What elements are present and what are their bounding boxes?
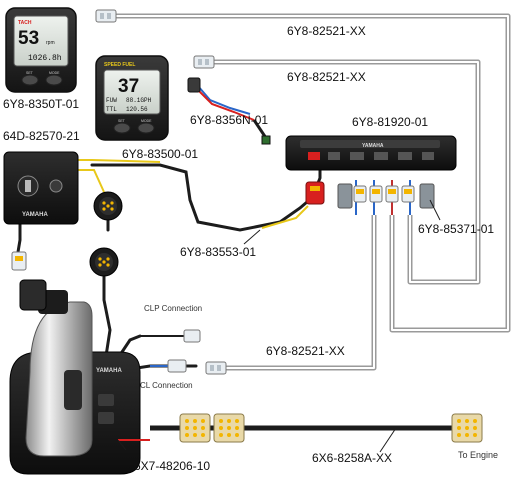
speed-fuel-gauge: SPEED FUEL 37 FUW 88.1GPH TTL 120.56 SET… (95, 55, 169, 141)
network-hub: YAMAHA (285, 135, 457, 171)
control-button-2[interactable] (98, 412, 114, 424)
binnacle-control: YAMAHA (9, 290, 150, 475)
connector-top-left (95, 9, 117, 23)
speed-set-button[interactable] (113, 122, 131, 134)
label-speed-part: 6Y8-83500-01 (122, 147, 199, 161)
speed-mode-button[interactable] (137, 122, 155, 134)
connector-mid-left (193, 55, 215, 69)
adapter-yellow (261, 205, 309, 229)
engine-harness-leader (379, 427, 397, 453)
tach-big-value: 53 (18, 28, 39, 49)
speed-line1-label: FUW (106, 97, 117, 104)
label-control-part: 6X7-48206-10 (134, 459, 211, 473)
speed-mode-label: MODE (141, 119, 152, 123)
engine-connector-3 (451, 413, 483, 443)
label-cl-connection: CL Connection (140, 381, 193, 390)
switch-panel: YAMAHA (3, 151, 79, 225)
hub-brand: YAMAHA (362, 143, 384, 149)
cl-connector (150, 359, 187, 373)
label-engine-harness: 6X6-8258A-XX (312, 451, 393, 465)
harness-mid-loop-inner (214, 61, 479, 283)
label-switch-part: 64D-82570-21 (3, 129, 80, 143)
control-leader (117, 439, 127, 451)
speed-set-label: SET (118, 119, 126, 123)
connector-white-1 (353, 185, 367, 203)
connector-low-left (205, 361, 227, 375)
label-tach-part: 6Y8-8350T-01 (3, 97, 80, 111)
label-terminator-part: 6Y8-85371-01 (418, 222, 495, 236)
speed-brand: SPEED FUEL (104, 62, 135, 68)
tach-mode-label: MODE (49, 71, 60, 75)
label-adapter-part: 6Y8-83553-01 (180, 245, 257, 259)
tach-set-button[interactable] (21, 74, 39, 86)
hub-port-device-2 (374, 152, 388, 160)
round-connector-lower (89, 247, 119, 277)
hub-port-bus-2 (422, 152, 434, 160)
speed-line2-value: 120.56 (126, 106, 148, 113)
hub-port-power (308, 152, 320, 160)
control-brand: YAMAHA (96, 368, 122, 374)
tach-big-unit: rpm (46, 40, 55, 46)
tach-brand: TACH (18, 20, 32, 26)
terminator-grey-left (337, 183, 353, 209)
control-lever-top (19, 279, 47, 311)
engine-connector-1 (179, 413, 211, 443)
harness-top-loop-inner (116, 15, 509, 331)
control-button[interactable] (98, 394, 114, 406)
tachometer-gauge: TACH 53 rpm 1026.8h SET MODE (5, 7, 77, 93)
label-to-engine: To Engine (458, 450, 499, 460)
connector-white-4 (401, 185, 415, 203)
switch-yellow-wires (78, 159, 161, 193)
switch-brand: YAMAHA (22, 212, 48, 218)
hub-port-bus-1 (328, 152, 340, 160)
hub-port-device-3 (398, 152, 412, 160)
label-leaders (243, 199, 441, 245)
label-hub-part: 6Y8-81920-01 (352, 115, 429, 129)
harness-low-loop-inner (226, 215, 375, 369)
label-harness-top: 6Y8-82521-XX (287, 24, 366, 38)
red-power-connector (305, 181, 325, 205)
speed-line1-value: 88.1GPH (126, 97, 152, 104)
connector-white-3 (385, 185, 399, 203)
speed-big-value: 37 (118, 76, 139, 97)
sensor-cable (197, 85, 268, 139)
label-harness-mid: 6Y8-82521-XX (287, 70, 366, 84)
stop-switch[interactable] (49, 179, 63, 193)
round-connector-upper (93, 191, 123, 221)
engine-connector-2 (213, 413, 245, 443)
hub-port-device-1 (350, 152, 364, 160)
label-clp-connection: CLP Connection (144, 304, 203, 313)
speed-sensor (187, 77, 271, 145)
clp-connector (140, 329, 201, 343)
label-sensor-part: 6Y8-8356N-01 (190, 113, 269, 127)
tach-mode-button[interactable] (45, 74, 63, 86)
tach-set-label: SET (26, 71, 34, 75)
label-harness-low: 6Y8-82521-XX (266, 344, 345, 358)
tach-hours: 1026.8h (28, 54, 62, 63)
connector-white-2 (369, 185, 383, 203)
speed-line2-label: TTL (106, 106, 117, 113)
switch-lower-connector (11, 251, 27, 271)
